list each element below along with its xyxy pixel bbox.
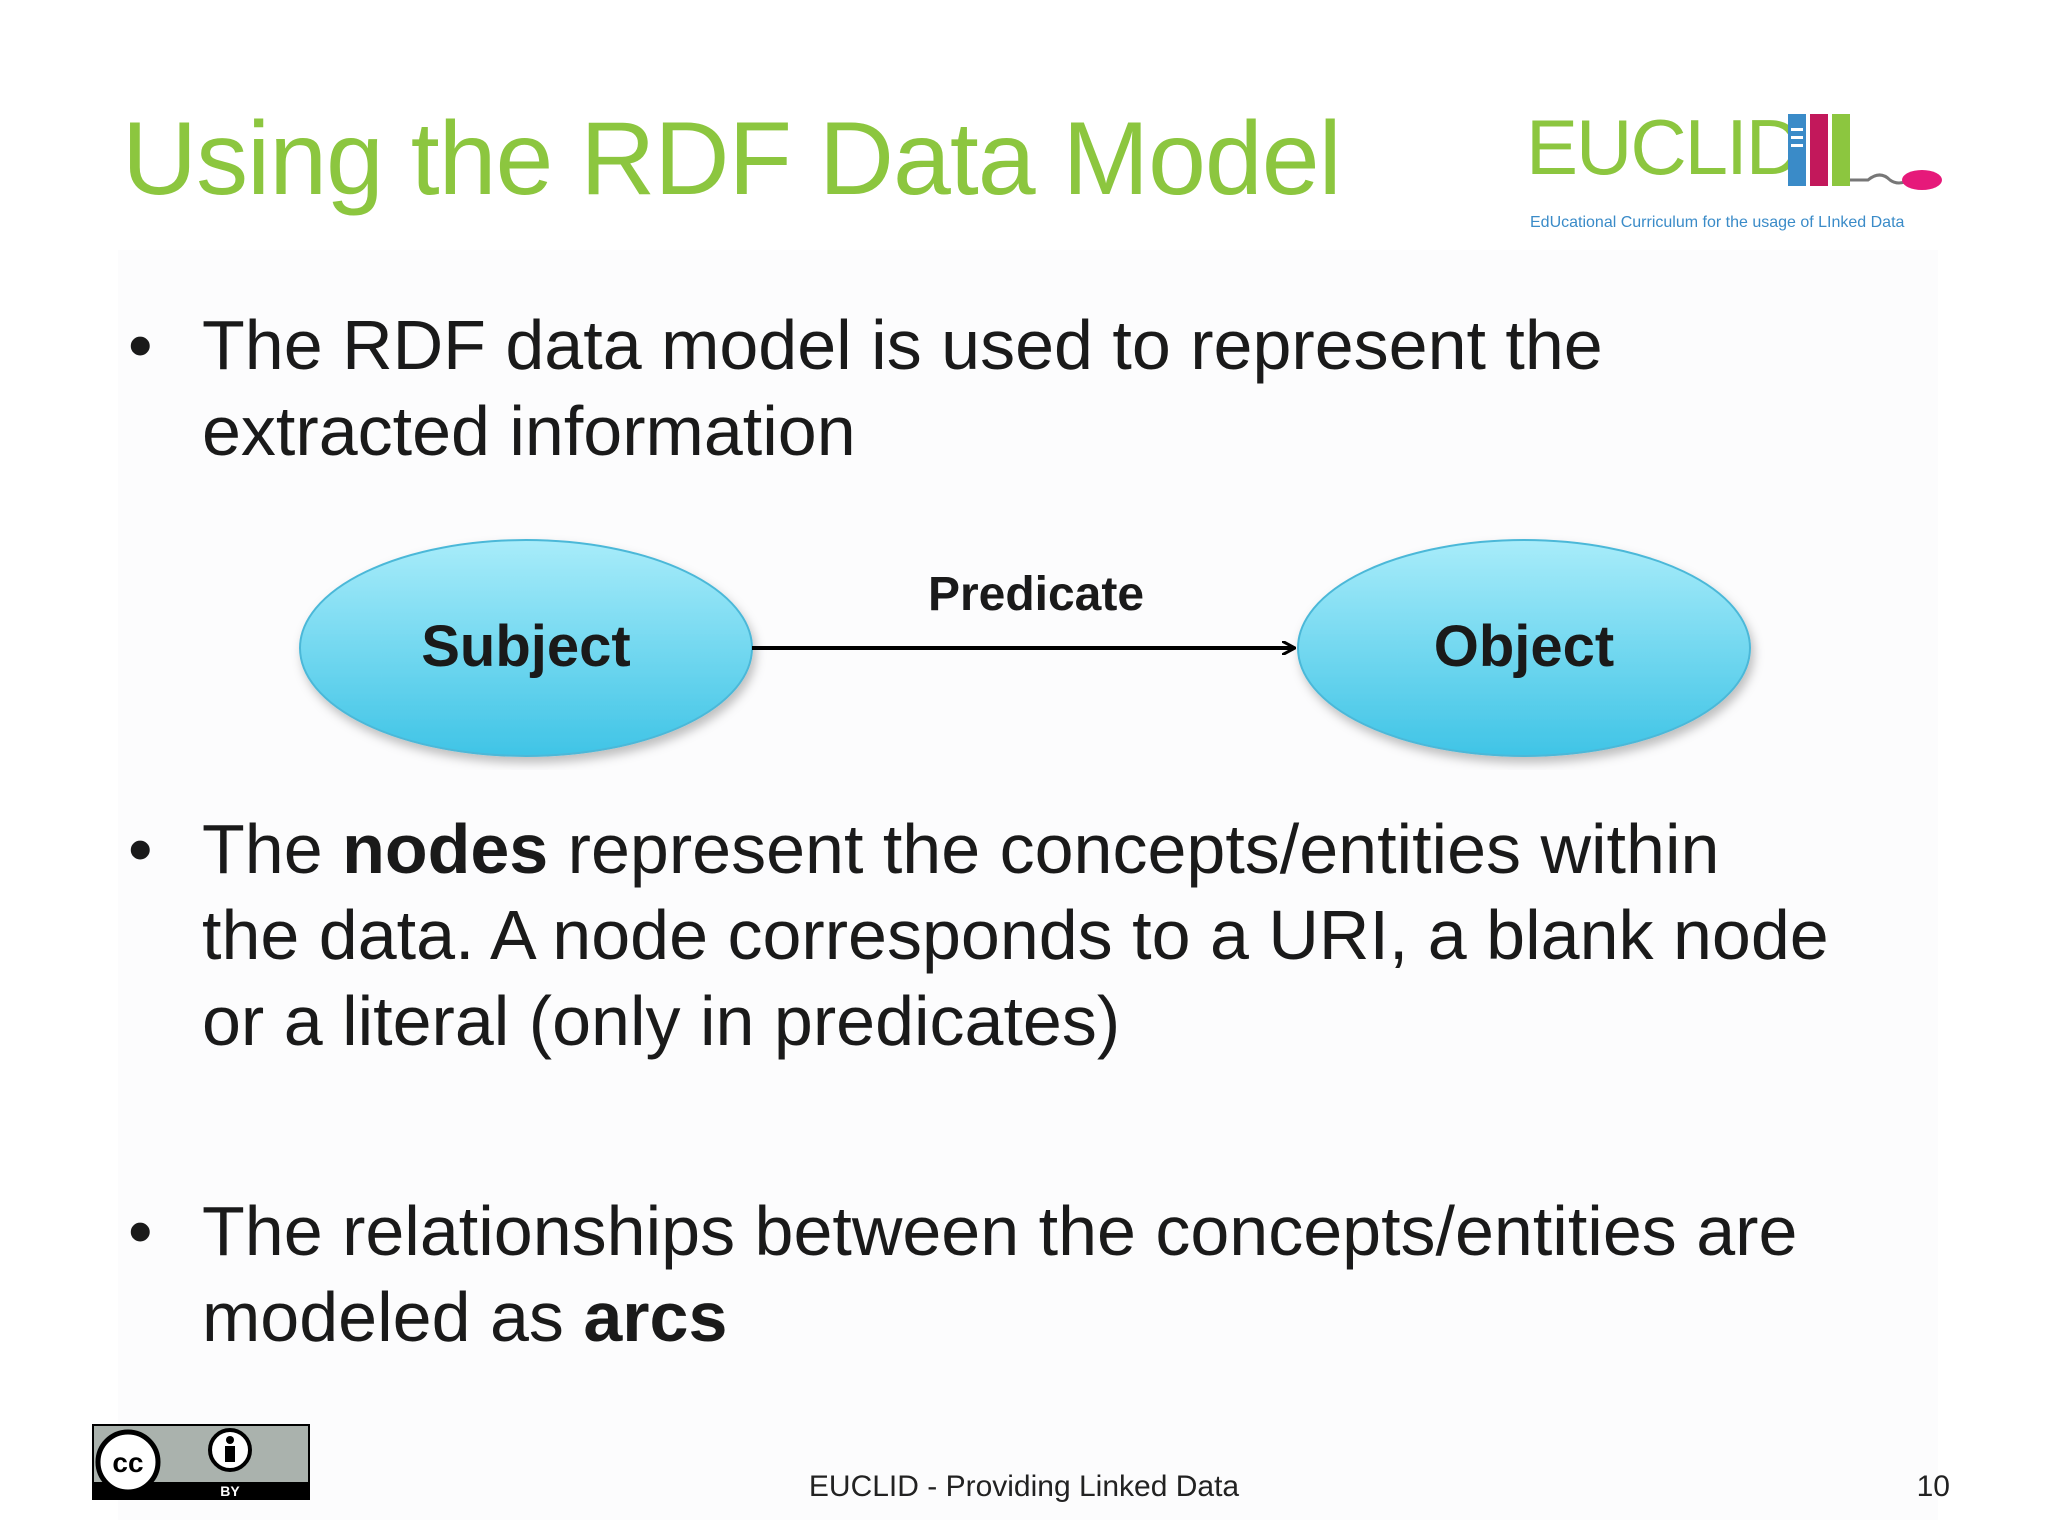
bullet-1-line-2: extracted information [202,392,856,470]
arcs-keyword: arcs [583,1278,728,1356]
bullet-3-text: The relationships between the concepts/e… [202,1188,2002,1360]
object-node [1297,539,1751,757]
mouse-icon [1902,170,1942,190]
slide-title: Using the RDF Data Model [122,101,1342,217]
bullet-2-line-1: The nodes represent the concepts/entitie… [202,806,2002,892]
svg-text:cc: cc [112,1447,143,1478]
subject-label: Subject [421,614,631,679]
bullet-2-text: The nodes represent the concepts/entitie… [202,806,2002,1064]
footer-title: EUCLID - Providing Linked Data [808,1470,1240,1503]
bullet-1-line-1: The RDF data model is used to represent … [202,306,1603,384]
bullet-3-line-2-prefix: modeled as [202,1278,584,1356]
bullet-1-text: The RDF data model is used to represent … [202,302,2002,474]
logo-tagline: EdUcational Curriculum for the usage of … [1530,214,1905,231]
predicate-label: Predicate [928,568,1144,621]
bullet-2-line-1-rest: represent the concepts/entities within [548,810,1720,888]
bullet-2-line-3: or a literal (only in predicates) [202,982,1121,1060]
bullet-3-line-1: The relationships between the concepts/e… [202,1192,1798,1270]
bullet-2-line-2: the data. A node corresponds to a URI, a… [202,896,1829,974]
books-icon [1788,114,1942,190]
euclid-logo: EUCLID EdUcational Curriculum for the us… [1520,108,1960,248]
object-label: Object [1434,614,1615,679]
logo-wordmark: EUCLID [1526,103,1802,191]
nodes-keyword: nodes [342,810,549,888]
bullet-2-prefix: The [202,810,343,888]
bullet-marker: • [128,306,153,384]
cc-by-icon: cc BY [92,1424,310,1500]
bullet-marker: • [128,1192,153,1270]
bullet-marker: • [128,810,153,888]
content-panel [118,250,1938,1520]
rdf-triple-diagram: Subject Predicate Object [299,539,1751,757]
page-number: 10 [1916,1470,1950,1503]
bullet-3-line-2: modeled as arcs [202,1274,2002,1360]
license-label: BY [220,1483,240,1499]
